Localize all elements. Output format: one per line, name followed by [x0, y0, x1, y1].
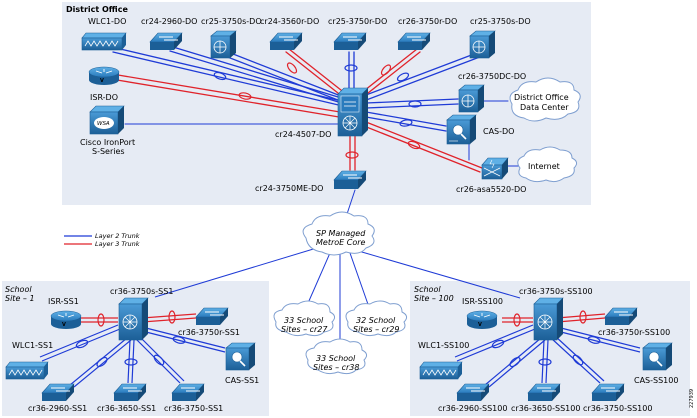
school-site-100-title-line2: Site – 100: [414, 294, 454, 303]
wlc-icon[interactable]: [5, 361, 49, 380]
device-label: cr36-3750s-SS1: [110, 287, 173, 296]
cloud-label: Sites – cr29: [353, 325, 399, 334]
switch-icon[interactable]: [456, 383, 490, 401]
wlc-icon[interactable]: [419, 361, 463, 380]
cloud-icon: [517, 146, 578, 183]
cloud-label: District Office: [514, 93, 569, 102]
device-label: ISR-SS100: [462, 297, 503, 306]
cloud-label: SP Managed: [316, 229, 366, 238]
cloud-label: 33 School: [316, 354, 356, 363]
wlc-icon[interactable]: [81, 32, 127, 51]
device-label: ISR-DO: [90, 93, 118, 102]
switch-icon[interactable]: [195, 307, 229, 325]
switch-icon[interactable]: [333, 170, 367, 189]
switch-icon[interactable]: [41, 383, 75, 401]
school-site-1-title-line2: Site – 1: [5, 294, 35, 303]
stack-switch-icon[interactable]: [469, 30, 496, 59]
cloud-label: MetroE Core: [316, 238, 366, 247]
cloud-label: Sites – cr38: [313, 363, 359, 372]
legend-layer3-label: Layer 3 Trunk: [95, 240, 140, 248]
cloud-label: 33 School: [284, 316, 324, 325]
device-label: cr25-3750s-DO: [470, 17, 531, 26]
switch-icon[interactable]: [333, 32, 367, 50]
device-label: cr36-3650-SS1: [97, 404, 156, 413]
device-label: cr36-3750s-SS100: [519, 287, 593, 296]
legend: [64, 235, 92, 245]
switch-icon[interactable]: [591, 383, 625, 401]
ironport-icon[interactable]: WSA: [89, 105, 125, 135]
device-label: cr25-3750s-DO: [201, 17, 262, 26]
cloud-label: Sites – cr27: [281, 325, 328, 334]
device-label: S-Series: [92, 147, 125, 156]
device-label: cr36-3650-SS100: [511, 404, 580, 413]
district-office-title: District Office: [66, 5, 128, 14]
core-switch-icon[interactable]: [337, 87, 369, 137]
device-label: cr36-2960-SS1: [28, 404, 87, 413]
device-label: cr36-3750r-SS100: [598, 328, 670, 337]
device-label: CAS-DO: [483, 127, 514, 136]
switch-icon[interactable]: [113, 383, 147, 401]
device-label: cr25-3750r-DO: [328, 17, 387, 26]
switch-icon[interactable]: [397, 32, 431, 50]
device-label: ISR-SS1: [48, 297, 79, 306]
device-label: cr24-2960-DO: [141, 17, 197, 26]
cloud-icon: [509, 77, 581, 122]
device-label: CAS-SS1: [225, 376, 259, 385]
svg-text:WSA: WSA: [97, 121, 110, 127]
district-links: [112, 46, 521, 221]
cas-icon[interactable]: [642, 342, 673, 371]
site100-links: [454, 310, 641, 388]
cloud-icon: [273, 300, 336, 337]
cloud-label: Data Center: [520, 103, 569, 112]
device-label: cr24-3750ME-DO: [255, 184, 323, 193]
device-label: cr36-3750r-SS1: [178, 328, 240, 337]
device-label: cr24-4507-DO: [275, 130, 331, 139]
device-label: cr26-3750DC-DO: [458, 72, 526, 81]
switch-icon[interactable]: [604, 307, 638, 325]
firewall-icon[interactable]: [481, 157, 509, 180]
device-label: WLC1-DO: [88, 17, 126, 26]
cas-icon[interactable]: [225, 342, 256, 371]
figure-id: 227939: [689, 389, 695, 408]
device-label: cr36-3750-SS100: [583, 404, 652, 413]
switch-icon[interactable]: [149, 32, 183, 50]
core-switch-icon[interactable]: [533, 297, 564, 341]
legend-layer2-label: Layer 2 Trunk: [95, 232, 140, 240]
cas-icon[interactable]: [446, 114, 477, 145]
core-switch-icon[interactable]: [118, 297, 149, 341]
router-icon[interactable]: V: [88, 66, 120, 85]
site1-links: [39, 310, 226, 388]
router-icon[interactable]: V: [466, 310, 498, 329]
switch-icon[interactable]: [269, 32, 303, 50]
device-label: WLC1-SS1: [12, 341, 53, 350]
wan-links: [154, 246, 521, 345]
cloud-icon: [345, 300, 408, 337]
device-label: Cisco IronPort: [80, 138, 135, 147]
switch-icon[interactable]: [527, 383, 561, 401]
device-label: CAS-SS100: [634, 376, 678, 385]
cloud-label: Internet: [528, 162, 560, 171]
device-label: cr26-3750r-DO: [398, 17, 457, 26]
svg-text:V: V: [100, 78, 104, 84]
metro-cloud-icon: [302, 211, 375, 256]
school-site-1-title-line1: School: [5, 285, 32, 294]
switch-icon[interactable]: [171, 383, 205, 401]
cloud-label: 32 School: [356, 316, 396, 325]
school-site-100-title-line1: School: [414, 285, 441, 294]
stack-switch-icon[interactable]: [458, 84, 485, 113]
device-label: WLC1-SS100: [418, 341, 469, 350]
router-icon[interactable]: V: [50, 310, 82, 329]
cloud-icon: [305, 338, 368, 375]
svg-text:V: V: [478, 322, 482, 328]
device-label: cr36-2960-SS100: [438, 404, 507, 413]
device-label: cr24-3560r-DO: [260, 17, 319, 26]
stack-switch-icon[interactable]: [210, 30, 237, 59]
svg-text:V: V: [62, 322, 66, 328]
device-label: cr36-3750-SS1: [164, 404, 223, 413]
device-label: cr26-asa5520-DO: [456, 185, 526, 194]
